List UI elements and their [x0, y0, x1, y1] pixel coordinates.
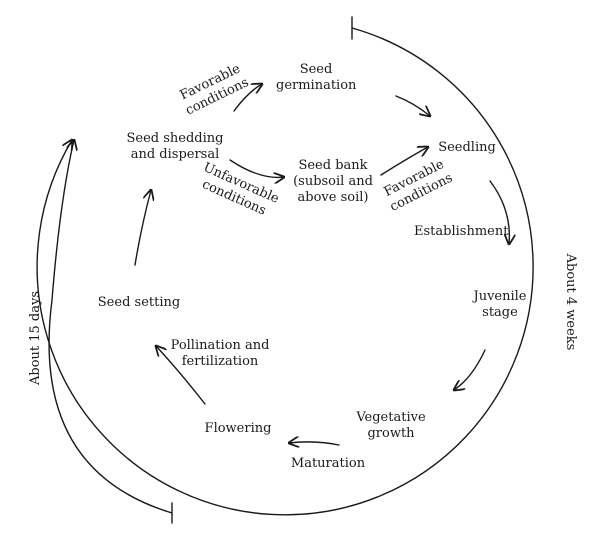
stage-vegetative-growth: Vegetative growth [356, 410, 426, 441]
four-weeks-arc [36, 27, 534, 516]
stage-seed-bank: Seed bank (subsoil and above soil) [293, 158, 373, 205]
duration-about-4-weeks: About 4 weeks [563, 253, 578, 351]
duration-about-15-days: About 15 days [28, 290, 43, 386]
stage-seed-germination: Seed germination [276, 62, 357, 93]
stage-seed-shedding-dispersal: Seed shedding and dispersal [126, 131, 224, 162]
stage-establishment: Establishment [414, 224, 509, 239]
stage-pollination-fertilization: Pollination and fertilization [170, 338, 270, 369]
arrow-shedding-to-seedbank [229, 159, 284, 177]
arrow-setting-to-shedding [134, 190, 151, 266]
stage-juvenile: Juvenile stage [473, 289, 527, 320]
stage-seedling: Seedling [438, 140, 496, 155]
stage-maturation: Maturation [290, 456, 366, 471]
arrow-flowering-to-pollination [156, 346, 206, 405]
arrow-seedbank-to-seedling [380, 147, 428, 176]
arrow-vegetative-to-maturation [289, 442, 340, 445]
arrow-juvenile-to-vegetative [454, 349, 486, 390]
stage-seed-setting: Seed setting [97, 295, 181, 310]
fifteen-days-arc [48, 140, 173, 514]
arrow-shedding-to-germination [233, 84, 262, 112]
stage-flowering: Flowering [204, 421, 272, 436]
arrow-seedling-to-establishment [489, 180, 509, 244]
arrow-germination-to-seedling [395, 95, 430, 116]
